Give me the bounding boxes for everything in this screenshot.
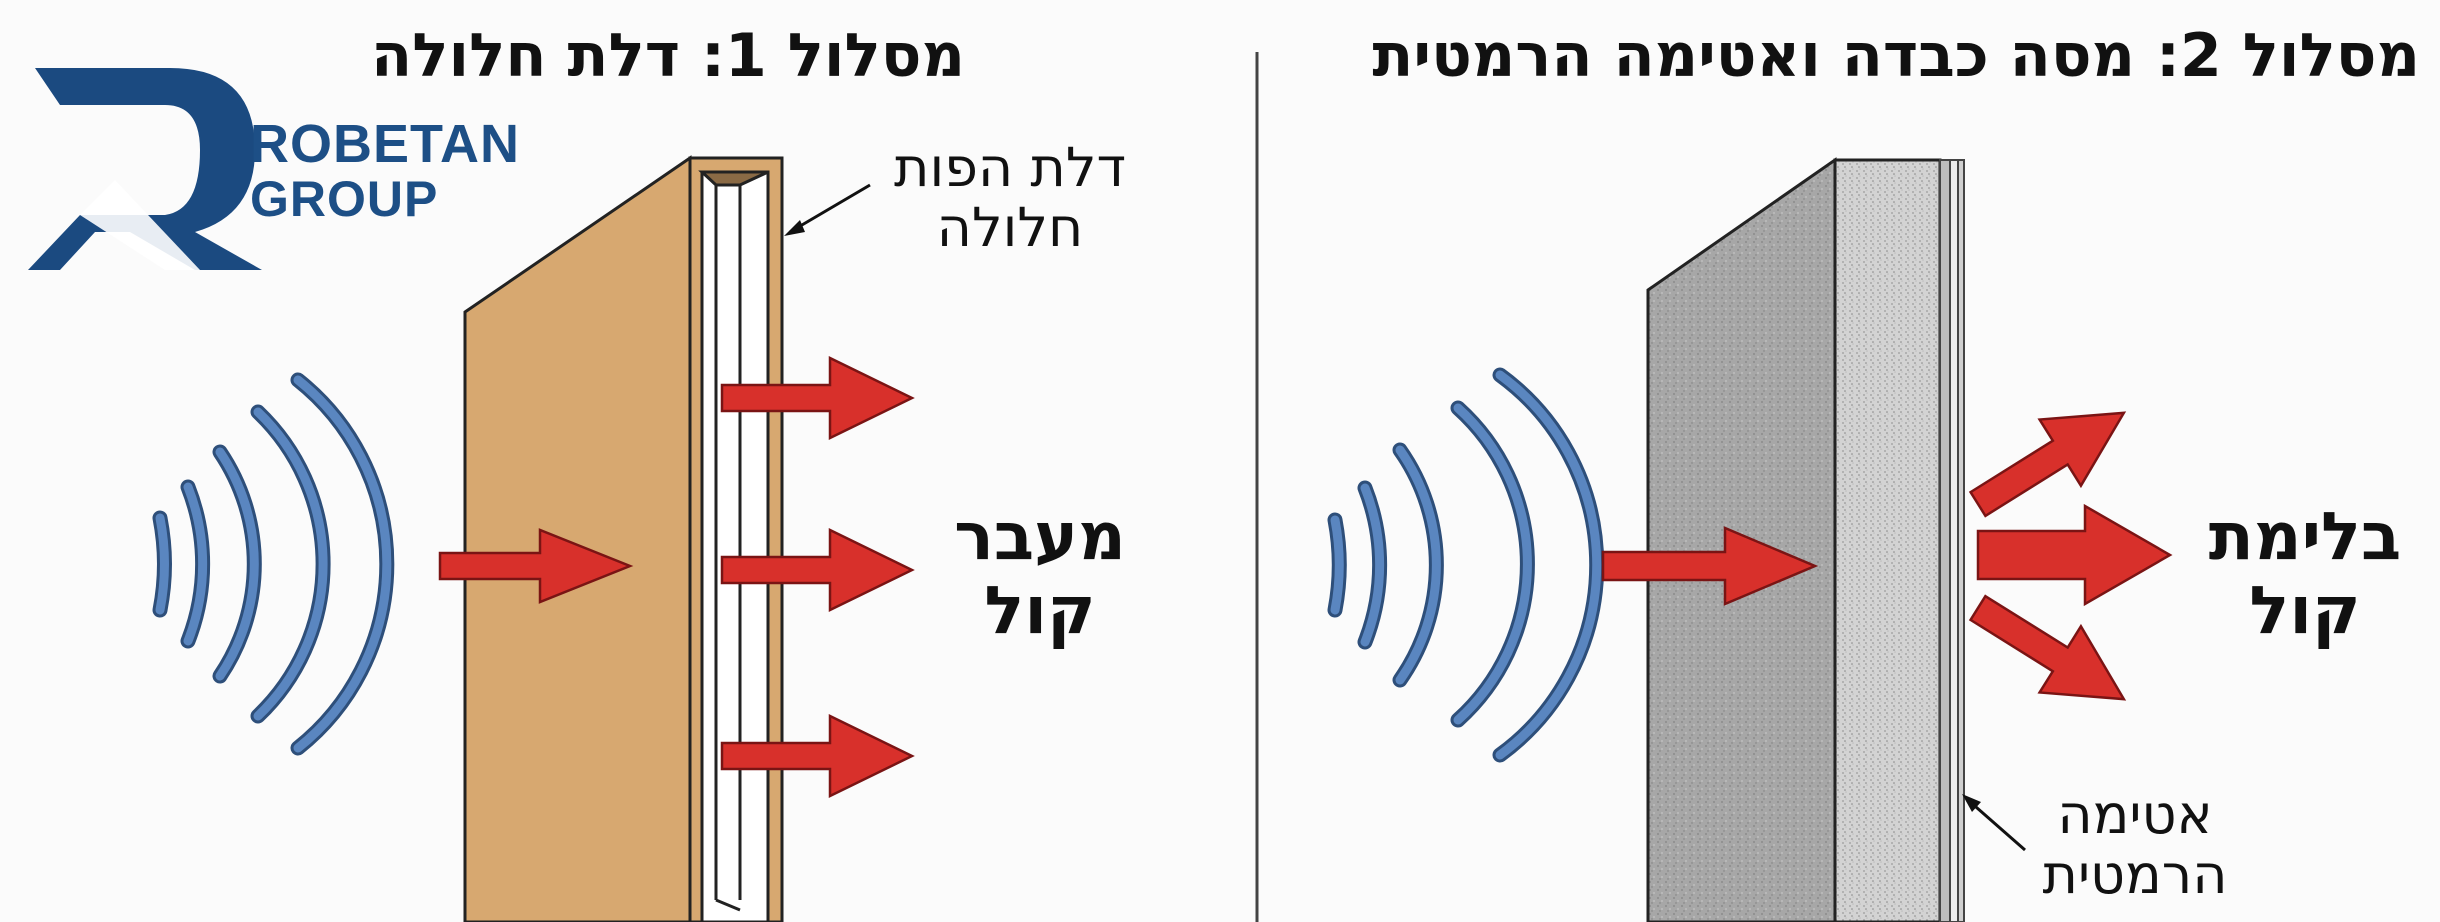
hollow-door	[463, 155, 784, 922]
arrow-icon	[1601, 411, 2173, 701]
seal-callout-line-1: אטימה	[2057, 783, 2213, 846]
door-callout-line-1: דלת הפות	[893, 136, 1127, 199]
sound-blocking-label: בלימת קול	[2185, 500, 2425, 648]
sound-blocking-line-2: קול	[2249, 571, 2361, 649]
sound-passage-label: מעבר קול	[930, 500, 1150, 648]
logo-line-1: ROBETAN	[250, 114, 520, 174]
door-callout-line-2: חלולה	[936, 196, 1084, 260]
seal-callout-leader	[1967, 798, 2026, 852]
sound-passage-line-1: מעבר	[954, 498, 1126, 575]
logo-mark-icon	[28, 68, 262, 270]
sound-blocking-line-1: בלימת	[2208, 498, 2402, 575]
heavy-mass-door	[1646, 157, 1942, 922]
door-callout-label: דלת הפות חלולה	[860, 136, 1160, 260]
sound-wave-icon	[1327, 367, 1605, 763]
panel-right-title: מסלול 2: מסה כבדה ואטימה הרמטית	[1372, 21, 2420, 91]
sound-wave-icon	[152, 372, 395, 756]
door-callout-leader	[789, 183, 871, 234]
robetan-logo	[28, 68, 262, 270]
seal-callout-label: אטימה הרמטית	[2010, 783, 2260, 907]
logo-line-2: GROUP	[250, 171, 439, 227]
arrow-icon	[438, 355, 915, 799]
hermetic-seal-strips	[1939, 159, 1965, 922]
panel-left-title: מסלול 1: דלת חלולה	[371, 21, 965, 91]
sound-passage-line-2: קול	[984, 571, 1096, 649]
seal-callout-line-2: הרמטית	[2042, 843, 2228, 907]
